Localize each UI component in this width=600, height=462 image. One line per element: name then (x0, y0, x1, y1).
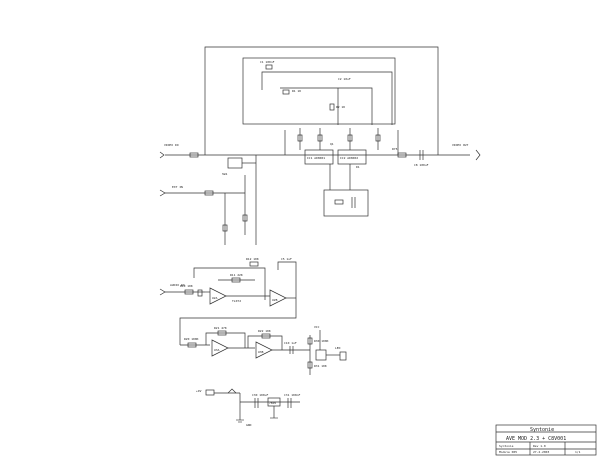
label-u3a: U3A (214, 348, 220, 352)
title-rev: Rev 1.0 (533, 444, 546, 448)
video-block-frame (242, 57, 396, 125)
component-r10 (184, 289, 194, 295)
switch-sw1 (227, 157, 243, 169)
label-c30: C30 100uF (252, 393, 268, 397)
label-r12: R12 10K (246, 257, 259, 261)
audio-feedback-1 (193, 267, 266, 300)
component-r2 (329, 103, 335, 111)
sub-module-box (323, 189, 369, 217)
label-d1: D1 (356, 165, 360, 169)
label-led: LED (335, 346, 341, 350)
stage2-feedback (205, 332, 246, 348)
label-r-out: R75 (392, 147, 398, 151)
video-out-connector (475, 149, 481, 161)
label-r20: R20 100K (184, 337, 199, 341)
led-body (339, 351, 347, 361)
power-switch (227, 388, 237, 394)
component-r13 (197, 289, 203, 297)
label-c10: C10 1uF (284, 341, 297, 345)
label-r22: R22 10K (258, 329, 271, 333)
label-reg: 7805 (269, 401, 276, 405)
ic1-body (304, 149, 334, 165)
label-gnd: GND (246, 423, 252, 427)
component-r31 (307, 361, 313, 369)
res-b (317, 134, 323, 142)
audio-feedback-2 (277, 261, 297, 298)
title-block: Syntonie AVE MOD 2.3 + C8V001 Syntonie R… (495, 424, 597, 456)
label-u2b: U2B (272, 298, 278, 302)
component-r1 (282, 89, 290, 95)
res-d (375, 134, 381, 142)
label-c-out: C8 100uF (414, 163, 429, 167)
component-r11 (231, 277, 241, 283)
label-r1: R1 1K (292, 89, 301, 93)
label-r10: R10 10K (180, 284, 193, 288)
opamp-u3b (255, 341, 273, 359)
component-r12 (249, 261, 259, 267)
opamp-u2b (269, 289, 287, 307)
sub-res (334, 199, 344, 205)
label-c1: C1 100nF (260, 60, 275, 64)
title-main: AVE MOD 2.3 + C8V001 (506, 436, 566, 442)
opamp-u3a (211, 339, 229, 357)
label-audio-in: AUDIO IN (170, 283, 185, 287)
label-c2: C2 10uF (338, 77, 351, 81)
ext-res-2 (242, 214, 248, 222)
label-video-out: VIDEO OUT (452, 143, 468, 147)
label-c5: C5 1uF (281, 257, 292, 261)
feedback-wire-inner (261, 71, 393, 125)
label-c31: C31 100nF (284, 393, 300, 397)
title-page: Module 005 (499, 450, 517, 454)
label-q1: Q1 (330, 142, 334, 146)
transistor-box (315, 349, 327, 361)
ext-res (204, 190, 214, 196)
opamp-u2a (209, 287, 227, 305)
component-c1 (265, 64, 273, 70)
label-u2a: U2A (212, 296, 218, 300)
component-r21 (217, 330, 227, 336)
ic2-body (337, 149, 367, 165)
label-pwr: +9V (196, 389, 202, 393)
label-r31: R31 10K (314, 364, 327, 368)
res-c (347, 134, 353, 142)
audio-in-connector (159, 288, 166, 296)
title-date: 27-2-2003 (533, 450, 549, 454)
label-tl072-a: TL072 (232, 299, 241, 303)
title-author: Syntonie (499, 444, 514, 448)
label-vcc: VCC (314, 325, 320, 329)
label-r21: R21 47K (214, 326, 227, 330)
label-u3b: U3B (258, 350, 264, 354)
label-r2: R2 1K (336, 105, 345, 109)
component-r22 (261, 333, 271, 339)
component-r20 (187, 342, 197, 348)
ext-in-connector (159, 189, 166, 197)
power-jack (205, 389, 215, 396)
label-r30: R30 100K (314, 339, 329, 343)
input-resistor (189, 152, 199, 158)
video-in-connector (159, 151, 165, 159)
ext-res-3 (222, 224, 228, 232)
title-company: Syntonie (530, 427, 554, 433)
audio-return (179, 298, 297, 345)
label-ic1: IC1 AD8001 (307, 156, 325, 160)
res-a (297, 134, 303, 142)
label-ic2: IC2 AD8002 (340, 156, 358, 160)
feedback-wire-outer (204, 46, 439, 155)
label-ext-in: EXT IN (172, 185, 183, 189)
label-sw1: SW1 (222, 172, 228, 176)
wire-top-a (280, 87, 373, 125)
label-video-in: VIDEO IN (164, 143, 179, 147)
component-r30 (307, 337, 313, 345)
title-sheet: 1/1 (575, 450, 581, 454)
label-r11: R11 22K (230, 273, 243, 277)
stage3-feedback (247, 335, 283, 350)
